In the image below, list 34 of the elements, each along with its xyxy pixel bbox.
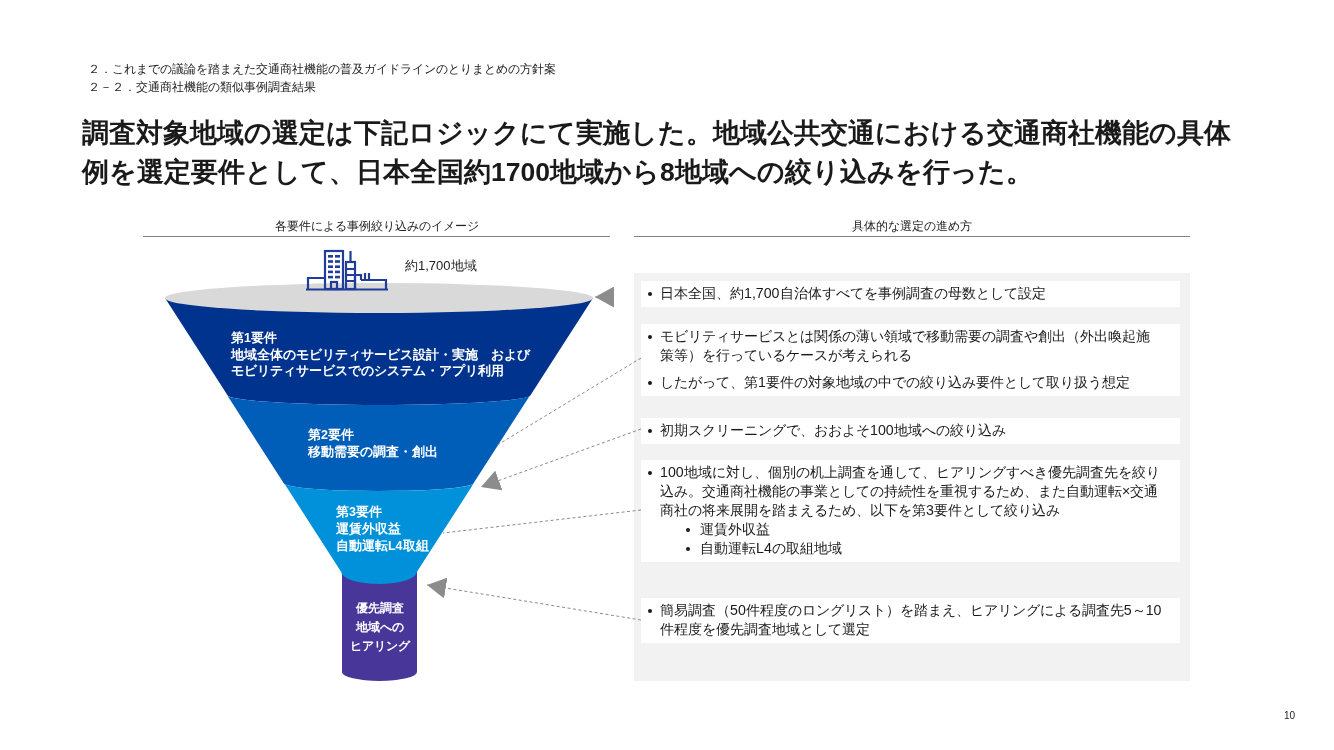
requirement-heading: 第3要件 — [336, 504, 382, 521]
breadcrumb: ２．これまでの議論を踏まえた交通商社機能の普及ガイドラインのとりまとめの方針案 — [88, 61, 556, 77]
bullet-text: モビリティサービスとは関係の薄い領域で移動需要の調査や創出（外出喚起施策等）を行っているケースが考えられる — [660, 327, 1151, 365]
page-number: 10 — [1284, 709, 1296, 722]
panel — [634, 273, 1190, 681]
bullet-text: 自動運転L4の取組地域 — [700, 539, 843, 558]
count-label: 約1,700地域 — [405, 258, 477, 274]
requirement-text: 自動運転L4取組 — [336, 538, 429, 555]
requirement-text: 移動需要の調査・創出 — [308, 444, 438, 461]
dashed-arrow — [426, 577, 642, 621]
bullet-text: 日本全国、約1,700自治体すべてを事例調査の母数として設定 — [660, 284, 1047, 303]
note-card — [641, 418, 1180, 444]
note-card — [641, 598, 1180, 643]
headline: 調査対象地域の選定は下記ロジックにて実施した。地域公共交通における交通商社機能の具体例を選定要件として、日本全国約1700地域から8地域への絞り込みを行った。 — [82, 117, 1232, 189]
note-card — [641, 460, 1180, 562]
note-card — [641, 281, 1180, 307]
section-heading: 各要件による事例絞り込みのイメージ — [275, 219, 479, 234]
stage-text: 優先調査地域へのヒアリング — [348, 600, 411, 655]
section-heading: 具体的な選定の進め方 — [852, 219, 972, 234]
bullet-text: 100地域に対し、個別の机上調査を通して、ヒアリングすべき優先調査先を絞り込み。交通商社機能の事業としての持続性を重視するため、また自動運転×交通商社の将来展開を踏まえるため、以下を第3要件として絞り込み — [660, 463, 1161, 520]
requirement-heading: 第2要件 — [308, 427, 354, 444]
bullet-text: 簡易調査（50件程度のロングリスト）を踏まえ、ヒアリングによる調査先5～10件程度を優先調査地域として選定 — [660, 601, 1163, 639]
requirement-text: 地域全体のモビリティサービス設計・実施 およびモビリティサービスでのシステム・アプリ利用 — [231, 346, 531, 380]
arrow — [594, 286, 615, 308]
dashed-arrow — [480, 428, 642, 491]
breadcrumb: ２－２．交通商社機能の類似事例調査結果 — [88, 79, 316, 95]
bullet-text: 運賃外収益 — [700, 520, 771, 539]
note-card — [641, 324, 1180, 396]
leader-line — [442, 509, 642, 534]
bullet-text: したがって、第1要件の対象地域の中での絞り込み要件として取り扱う想定 — [660, 373, 1131, 392]
requirement-heading: 第1要件 — [231, 330, 277, 347]
bullet-text: 初期スクリーニングで、おおよそ100地域への絞り込み — [660, 421, 1007, 440]
requirement-text: 運賃外収益 — [336, 521, 401, 538]
leader-line — [496, 357, 642, 446]
